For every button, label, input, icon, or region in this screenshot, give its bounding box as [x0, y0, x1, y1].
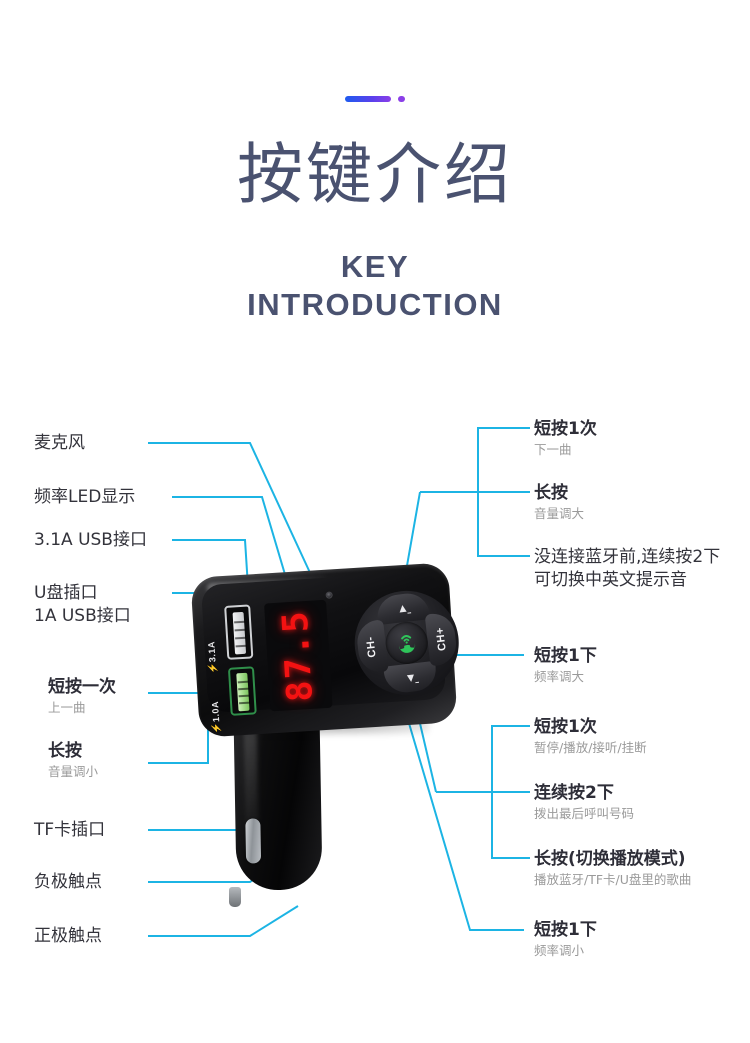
usb-pins	[233, 612, 247, 655]
negative-contact-strip	[245, 818, 262, 864]
label-positive-contact: 正极触点	[34, 926, 102, 946]
usb-1a-marking: ⚡1.0A	[209, 700, 222, 734]
device-plug-barrel	[233, 709, 323, 891]
label-redial: 连续按2下 拨出最后呼叫号码	[534, 783, 635, 821]
label-udisk-usb-1a: U盘插口 1A USB接口	[34, 583, 131, 626]
label-play-mode-switch: 长按(切换播放模式) 播放蓝牙/TF卡/U盘里的歌曲	[534, 849, 692, 887]
leader-microphone	[148, 442, 319, 591]
prev-track-button[interactable]: ▼̱	[383, 660, 439, 695]
next-track-button[interactable]: ▲̱	[375, 591, 431, 626]
label-long-press-vol-down: 长按 音量调小	[48, 741, 99, 779]
label-usb-31a: 3.1A USB接口	[34, 530, 147, 550]
label-freq-up: 短按1下 频率调大	[534, 646, 597, 684]
button-cluster: ▲̱ ▼̱ CH- CH+	[349, 585, 465, 701]
usb-pins-green	[236, 673, 251, 712]
leader-right-bracket-top	[477, 427, 530, 557]
double-up-arrow-icon: ▲̱	[396, 600, 410, 616]
usb-31a-marking: ⚡3.1A	[206, 640, 219, 675]
device-face-panel: ⚡3.1A ⚡1.0A	[200, 570, 465, 734]
label-long-press-vol-up: 长按 音量调大	[534, 483, 585, 521]
device-head: ⚡3.1A ⚡1.0A	[190, 562, 465, 738]
usb-tongue-white	[232, 611, 247, 655]
page-title: 按键介绍	[237, 136, 513, 213]
usb-port-1a	[227, 666, 257, 716]
label-freq-down: 短按1下 频率调小	[534, 920, 597, 958]
subtitle-line-2: INTRODUCTION	[247, 287, 503, 322]
leader-right-bracket-bottom	[491, 725, 530, 859]
channel-down-button[interactable]: CH-	[355, 619, 389, 675]
channel-up-label: CH+	[434, 626, 449, 652]
label-play-pause-call: 短按1次 暂停/播放/接听/挂断	[534, 717, 647, 755]
usb-tongue-green	[236, 672, 251, 712]
label-led-display: 频率LED显示	[34, 487, 136, 507]
page-subtitle: KEY INTRODUCTION	[0, 248, 750, 324]
label-microphone: 麦克风	[34, 433, 85, 453]
label-language-switch: 没连接蓝牙前,连续按2下 可切换中英文提示音	[534, 547, 721, 590]
accent-dot	[398, 96, 405, 102]
microphone-hole	[325, 591, 333, 599]
label-short-press-next: 短按1次 下一曲	[534, 419, 597, 457]
accent-dash	[345, 96, 391, 102]
double-down-arrow-icon: ▼̱	[403, 670, 418, 686]
channel-up-button[interactable]: CH+	[424, 611, 459, 667]
product-illustration: ⚡3.1A ⚡1.0A	[190, 562, 495, 930]
positive-contact-pin	[229, 887, 241, 907]
label-tf-card-slot: TF卡插口	[34, 820, 106, 840]
bluetooth-phone-icon	[398, 634, 416, 653]
subtitle-line-1: KEY	[340, 249, 410, 284]
channel-down-label: CH-	[364, 635, 380, 659]
usb-port-31a	[224, 604, 254, 660]
led-frequency-display: 87.5	[264, 599, 333, 712]
led-frequency-value: 87.5	[275, 608, 322, 703]
label-negative-contact: 负极触点	[34, 872, 102, 892]
header-accent-divider	[0, 96, 750, 102]
multifunction-call-button[interactable]	[383, 619, 430, 667]
label-short-press-prev: 短按一次 上一曲	[48, 677, 116, 715]
